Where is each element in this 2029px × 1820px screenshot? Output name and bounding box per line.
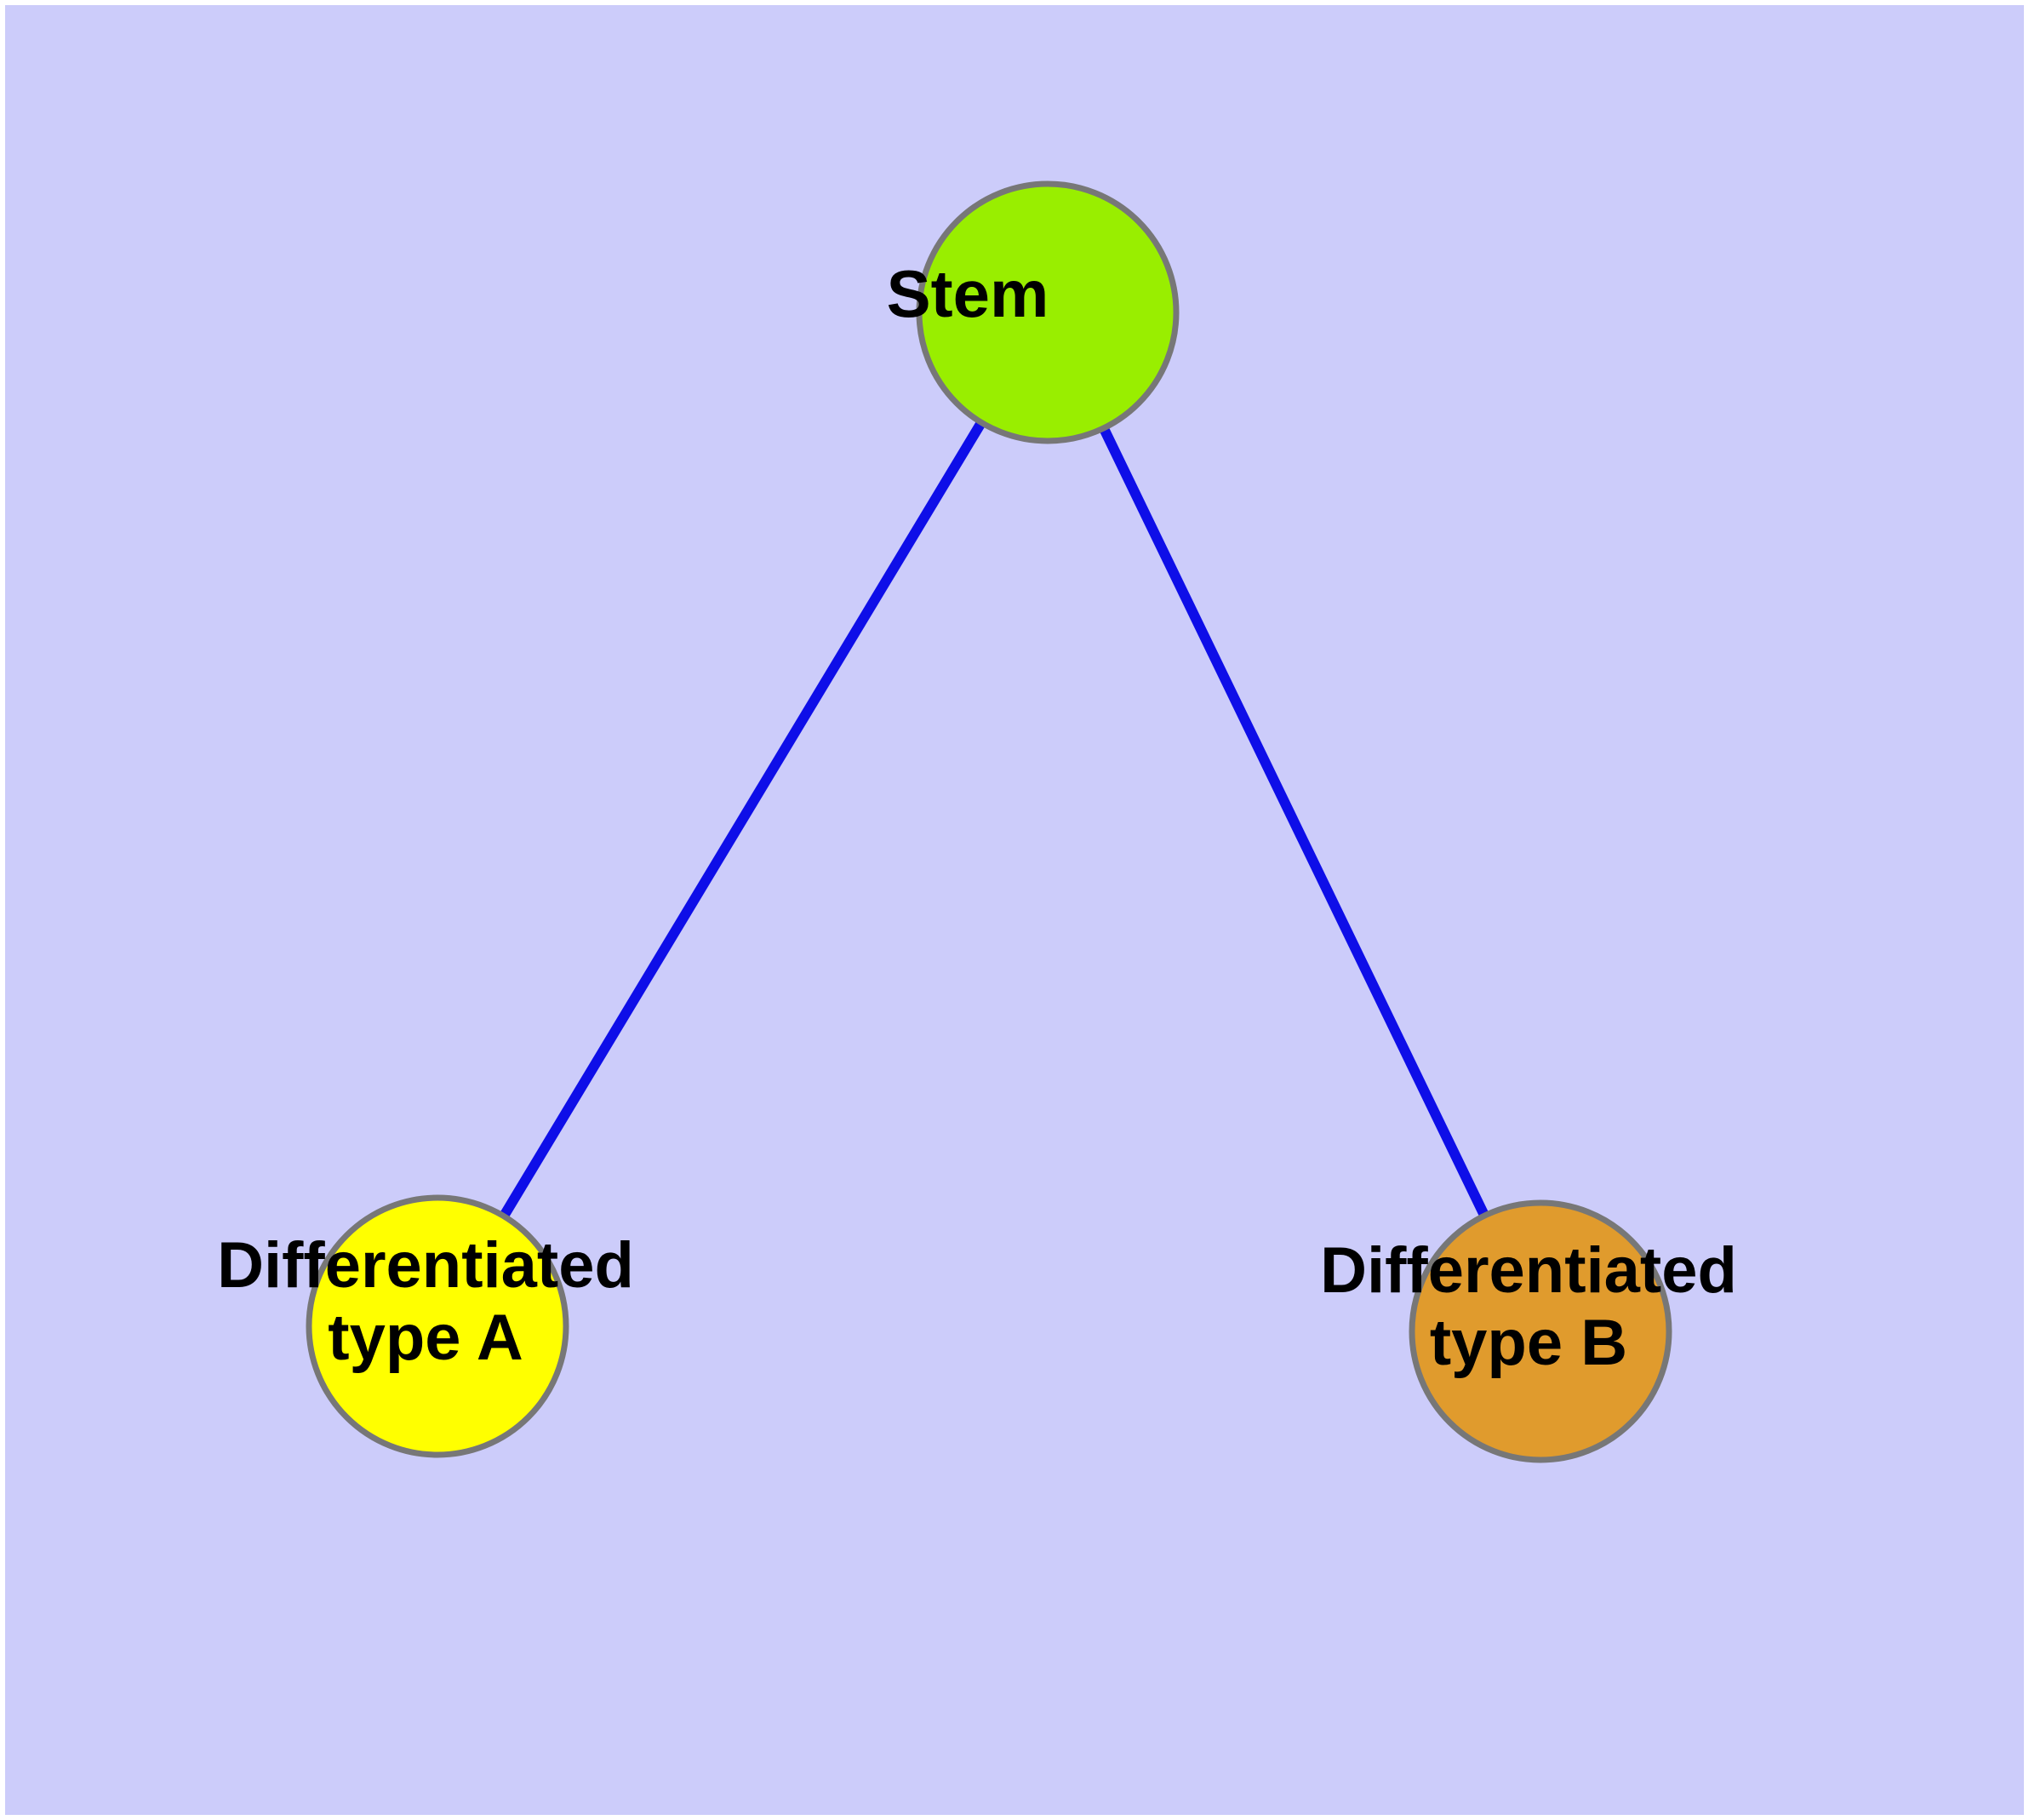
cell-lineage-graph bbox=[306, 180, 1672, 1463]
edge-stem-to-type-a[interactable] bbox=[432, 309, 1053, 1330]
edge-group bbox=[432, 309, 1546, 1334]
node-stem[interactable] bbox=[916, 180, 1180, 444]
node-differentiated-type-a[interactable] bbox=[306, 1194, 569, 1458]
edge-stem-to-type-b[interactable] bbox=[1043, 310, 1546, 1334]
node-group bbox=[306, 180, 1672, 1463]
diagram-plot-area: Stem Differentiated type A Differentiate… bbox=[5, 5, 2024, 1815]
node-differentiated-type-b[interactable] bbox=[1409, 1199, 1672, 1463]
